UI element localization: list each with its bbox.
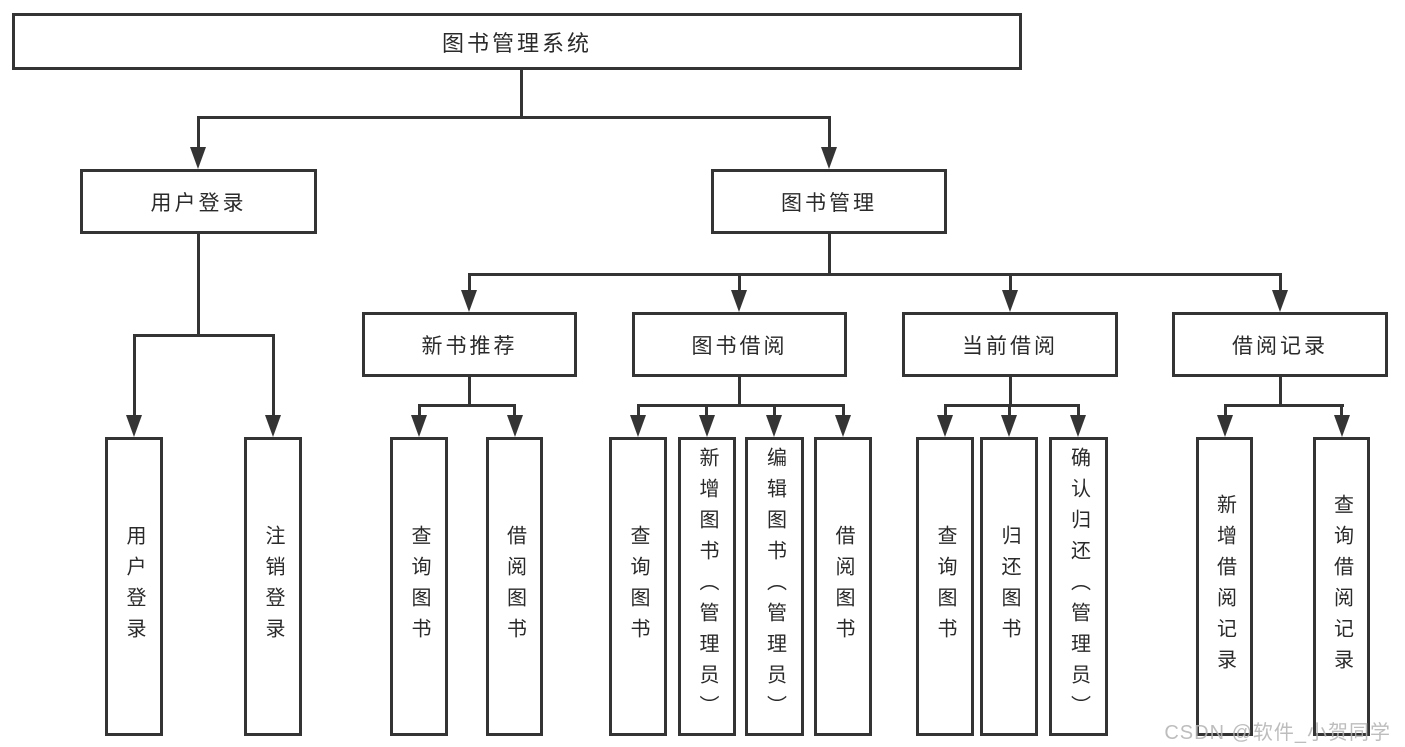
node-label: 图书管理系统 <box>441 30 592 56</box>
node-current-borrow: 当前借阅 <box>902 312 1118 377</box>
arrowhead-down <box>937 415 953 437</box>
leaf-new-book-borrow-books: 借阅图书 <box>486 437 543 736</box>
leaf-label: 查询图书 <box>934 524 956 649</box>
arrowhead-down <box>699 415 715 437</box>
node-book-borrow: 图书借阅 <box>632 312 847 377</box>
connector-borrow-records-rail <box>1224 404 1344 407</box>
node-label: 图书管理 <box>781 191 877 215</box>
arrowhead-down <box>1002 290 1018 312</box>
leaf-label: 查询借阅记录 <box>1330 493 1353 680</box>
connector-book-management-stub <box>828 233 831 276</box>
leaf-label: 编辑图书（管理员） <box>763 447 786 726</box>
arrowhead-down <box>1070 415 1086 437</box>
arrowhead-down <box>766 415 782 437</box>
leaf-label: 用户登录 <box>123 524 145 649</box>
leaf-confirm-return-admin: 确认归还（管理员） <box>1049 437 1108 736</box>
connector-new-book-stub <box>468 376 471 406</box>
arrowhead-down <box>821 147 837 169</box>
connector-drop-borrow-records <box>1279 273 1282 296</box>
arrowhead-down <box>835 415 851 437</box>
leaf-label: 注销登录 <box>262 524 284 649</box>
node-borrow-records: 借阅记录 <box>1172 312 1388 377</box>
connector-new-book-rail <box>418 404 516 407</box>
arrowhead-down <box>411 415 427 437</box>
connector-drop <box>1340 404 1343 418</box>
arrowhead-down <box>1001 415 1017 437</box>
node-user-login: 用户登录 <box>80 169 317 234</box>
leaf-label: 查询图书 <box>408 524 430 649</box>
node-label: 用户登录 <box>150 191 247 215</box>
leaf-current-query-books: 查询图书 <box>916 437 974 736</box>
arrowhead-down <box>1272 290 1288 312</box>
leaf-new-book-query-books: 查询图书 <box>390 437 448 736</box>
arrowhead-down <box>265 415 281 437</box>
leaf-edit-books-admin: 编辑图书（管理员） <box>745 437 804 736</box>
leaf-label: 新增借阅记录 <box>1213 493 1236 680</box>
leaf-logout: 注销登录 <box>244 437 302 736</box>
connector-root-stub <box>520 68 523 118</box>
connector-drop <box>944 404 947 418</box>
arrowhead-down <box>1217 415 1233 437</box>
arrowhead-down <box>461 290 477 312</box>
connector-current-borrow-rail <box>944 404 1080 407</box>
node-book-management: 图书管理 <box>711 169 947 234</box>
connector-drop <box>1077 404 1080 418</box>
leaf-label: 借阅图书 <box>832 524 854 649</box>
arrowhead-down <box>630 415 646 437</box>
connector-book-borrow-stub <box>738 376 741 406</box>
leaf-borrow-query-books: 查询图书 <box>609 437 667 736</box>
connector-drop <box>705 404 708 418</box>
arrowhead-down <box>1334 415 1350 437</box>
connector-drop <box>418 404 421 418</box>
node-label: 图书借阅 <box>691 334 788 358</box>
connector-drop-book-borrow <box>738 273 741 296</box>
leaf-add-borrow-record: 新增借阅记录 <box>1196 437 1253 736</box>
connector-current-borrow-stub <box>1009 376 1012 406</box>
node-library-management-system: 图书管理系统 <box>12 13 1022 70</box>
connector-drop-book-management <box>828 116 831 151</box>
leaf-borrow-books: 借阅图书 <box>814 437 872 736</box>
node-label: 借阅记录 <box>1232 334 1328 358</box>
node-new-book-recommend: 新书推荐 <box>362 312 577 377</box>
csdn-watermark: CSDN @软件_小贺同学 <box>1164 722 1391 744</box>
leaf-return-books: 归还图书 <box>980 437 1038 736</box>
connector-user-login-rail <box>133 334 275 337</box>
leaf-query-borrow-record: 查询借阅记录 <box>1313 437 1370 736</box>
connector-drop-leaf-logout <box>272 334 275 418</box>
leaf-label: 确认归还（管理员） <box>1067 447 1090 726</box>
connector-drop <box>773 404 776 418</box>
connector-user-login-stub <box>197 233 200 336</box>
leaf-label: 归还图书 <box>998 524 1020 649</box>
connector-drop <box>1008 404 1011 418</box>
node-label: 新书推荐 <box>421 334 518 358</box>
connector-drop-current-borrow <box>1009 273 1012 296</box>
leaf-label: 新增图书（管理员） <box>696 447 718 726</box>
connector-drop <box>1224 404 1227 418</box>
node-label: 当前借阅 <box>962 334 1058 358</box>
connector-level2-rail <box>197 116 831 119</box>
leaf-label: 查询图书 <box>627 524 649 649</box>
connector-drop-new-book <box>468 273 471 296</box>
connector-drop <box>637 404 640 418</box>
connector-drop-leaf-user-login <box>133 334 136 418</box>
connector-drop <box>513 404 516 418</box>
connector-level3-rail <box>468 273 1282 276</box>
arrowhead-down <box>190 147 206 169</box>
leaf-add-books-admin: 新增图书（管理员） <box>678 437 736 736</box>
connector-borrow-records-stub <box>1279 376 1282 406</box>
arrowhead-down <box>126 415 142 437</box>
leaf-label: 借阅图书 <box>503 524 526 649</box>
connector-drop-user-login <box>197 116 200 151</box>
arrowhead-down <box>731 290 747 312</box>
leaf-user-login: 用户登录 <box>105 437 163 736</box>
arrowhead-down <box>507 415 523 437</box>
connector-drop <box>842 404 845 418</box>
connector-book-borrow-rail <box>637 404 845 407</box>
